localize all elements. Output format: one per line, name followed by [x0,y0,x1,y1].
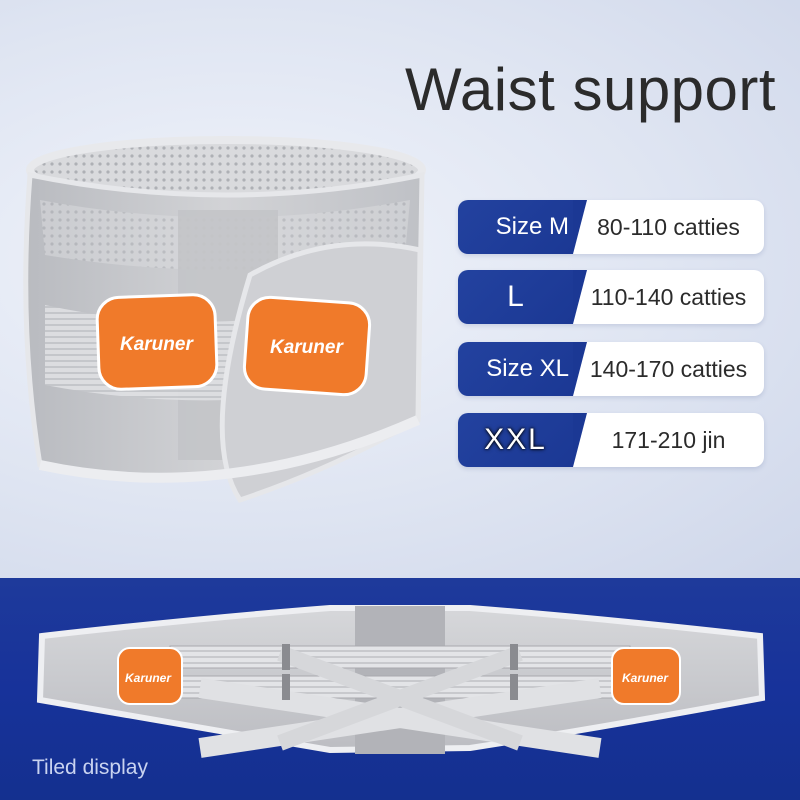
brand-logo: Karuner [125,671,172,685]
size-tag: XXL [458,413,587,467]
size-row-xl: Size XL 140-170 catties [458,342,764,396]
size-row-xxl: XXL 171-210 jin [458,413,764,467]
size-range: 80-110 catties [597,213,740,240]
size-tag: Size M [458,200,587,254]
size-tag: L [458,270,587,324]
belt-worn-image: Karuner Karuner [23,136,426,503]
size-range: 110-140 catties [590,283,747,310]
size-row-m: Size M 80-110 catties [458,200,764,254]
size-range: 171-210 jin [611,426,726,453]
brand-logo: Karuner [622,671,669,685]
size-range: 140-170 catties [589,355,748,382]
size-tag: Size XL [458,342,587,396]
page-title: Waist support [405,56,777,123]
belt-flat-image: Karuner Karuner [36,605,766,758]
tiled-display-label: Tiled display [32,756,148,779]
brand-logo: Karuner [120,334,194,355]
size-row-l: L 110-140 catties [458,270,764,324]
brand-logo: Karuner [270,337,344,358]
